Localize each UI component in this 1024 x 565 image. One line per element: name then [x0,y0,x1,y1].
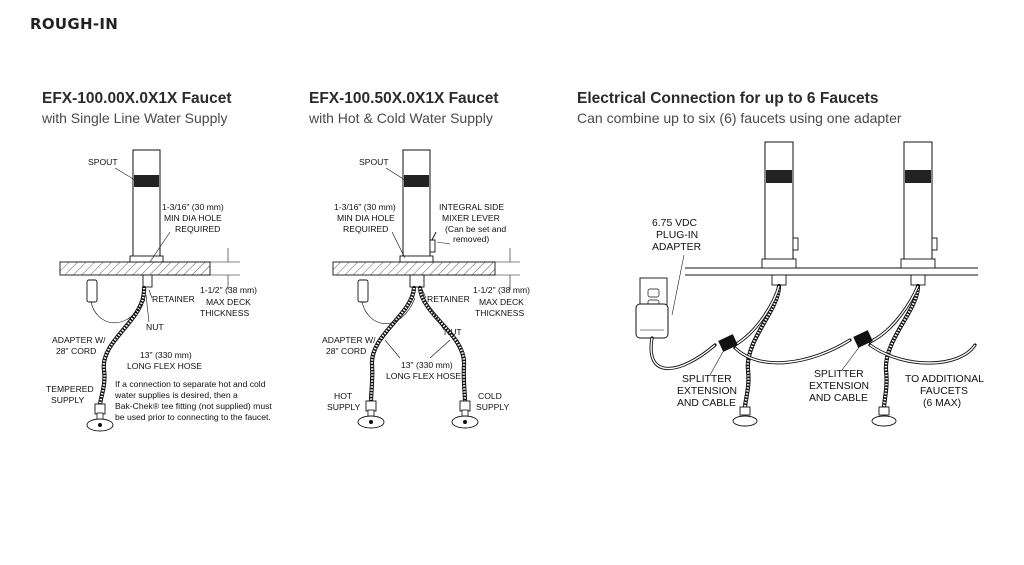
panel1-note-2: water supplies is desired, then a [114,390,238,400]
panel3-label-split-a-3: AND CABLE [677,398,736,409]
panel1-label-tempered-2: SUPPLY [51,395,85,405]
panel1-label-hose-2: LONG FLEX HOSE [127,361,202,371]
panel2-label-hot-1: HOT [334,391,353,401]
panel1-note-3: Bak-Chek® tee fitting (not supplied) mus… [115,401,272,411]
panel3-label-split-a-2: EXTENSION [677,386,737,397]
panel2-label-hose-1: 13" (330 mm) [401,360,453,370]
panel1-label-retainer: RETAINER [152,294,195,304]
panel2-mixer-lever-icon [429,231,437,253]
page-heading: ROUGH-IN [30,15,119,33]
panel2-label-deck-2: MAX DECK [479,297,524,307]
panel1-label-adapter-2: 28" CORD [56,346,96,356]
panel1-diagram: SPOUT 1-3/16" (30 mm) MIN DIA HOLE REQUI… [46,149,272,432]
panel1-label-hole-2: MIN DIA HOLE [164,213,222,223]
panel2-diagram: SPOUT 1-3/16" (30 mm) MIN DIA HOLE REQUI… [322,149,530,429]
panel1-faucet-icon [129,149,164,288]
panel1-subtitle: with Single Line Water Supply [42,110,228,126]
panel2-label-hole-1: 1-3/16" (30 mm) [334,202,396,212]
panel2-label-lever-2: MIXER LEVER [442,213,500,223]
panel3-splitter-a-icon [718,334,738,352]
panel2-label-adapter-2: 28" CORD [326,346,366,356]
panel3-title: Electrical Connection for up to 6 Faucet… [577,90,879,107]
panel1-note-4: be used prior to connecting to the fauce… [115,412,271,422]
panel2-label-hole-3: REQUIRED [343,224,388,234]
panel2-label-deck-1: 1-1/2" (38 mm) [473,285,530,295]
panel2-title: EFX-100.50X.0X1X Faucet [309,90,499,107]
panel2-label-cold-1: COLD [478,391,502,401]
panel1-label-adapter-1: ADAPTER W/ [52,335,106,345]
panel3-label-plug-3: ADAPTER [652,242,702,253]
panel2-deck [332,261,496,276]
panel2-label-retainer: RETAINER [427,294,470,304]
panel2-label-lever-4: removed) [453,234,489,244]
panel2-label-spout: SPOUT [359,157,389,167]
panel1-supply-valve-icon [86,403,114,432]
panel2-label-hose-2: LONG FLEX HOSE [386,371,461,381]
panel1-label-hole-3: REQUIRED [175,224,220,234]
panel2-label-deck-3: THICKNESS [475,308,524,318]
panel2-hot-valve-icon [357,400,385,429]
panel1-label-tempered-1: TEMPERED [46,384,94,394]
panel2-label-lever-1: INTEGRAL SIDE [439,202,504,212]
panel2-label-adapter-1: ADAPTER W/ [322,335,376,345]
panel1-label-deck-1: 1-1/2" (38 mm) [200,285,257,295]
panel2-faucet-icon [399,149,434,288]
panel2-cold-valve-icon [451,400,479,429]
panel3-faucet-a-icon [761,141,799,286]
panel3-plug-in-adapter-icon [635,303,669,339]
panel2-label-hot-2: SUPPLY [327,402,361,412]
panel1-deck [59,261,211,276]
panel2-flex-hoses [368,285,468,405]
panel3-label-more-1: TO ADDITIONAL [905,374,984,385]
panel3-valve-a-icon [732,406,758,427]
panel3-subtitle: Can combine up to six (6) faucets using … [577,110,902,126]
panel3-hoses [742,283,921,411]
panel1-label-hose-1: 13" (330 mm) [140,350,192,360]
panel1-title: EFX-100.00X.0X1X Faucet [42,90,232,107]
panel2-label-hole-2: MIN DIA HOLE [337,213,395,223]
panel1-label-hole-1: 1-3/16" (30 mm) [162,202,224,212]
panel1-label-spout: SPOUT [88,157,118,167]
panel2-label-nut: NUT [444,327,462,337]
panel3-label-more-3: (6 MAX) [923,398,961,409]
panel1-label-deck-2: MAX DECK [206,297,251,307]
panel1-label-nut: NUT [146,322,164,332]
panel3-faucet-b-icon [900,141,938,286]
panel3-label-split-b-1: SPLITTER [814,369,864,380]
panel1-label-deck-3: THICKNESS [200,308,249,318]
panel3-label-more-2: FAUCETS [920,386,968,397]
panel3-diagram: 6.75 VDC PLUG-IN ADAPTER SPLITTER EXTENS… [635,141,984,427]
panel3-splitter-b-icon [853,330,873,348]
panel3-label-plug-2: PLUG-IN [656,230,698,241]
panel2-adapter-icon [357,279,416,324]
panel2-label-cold-2: SUPPLY [476,402,510,412]
panel1-adapter-icon [86,279,146,324]
panel3-valve-b-icon [871,406,897,427]
panel2-label-lever-3: (Can be set and [445,224,506,234]
panel1-note-1: If a connection to separate hot and cold [115,379,266,389]
panel3-label-plug-1: 6.75 VDC [652,218,698,229]
panel3-label-split-b-2: EXTENSION [809,381,869,392]
panel3-cables [649,284,977,371]
panel3-label-split-b-3: AND CABLE [809,393,868,404]
panel3-label-split-a-1: SPLITTER [682,374,732,385]
panel2-subtitle: with Hot & Cold Water Supply [309,110,493,126]
